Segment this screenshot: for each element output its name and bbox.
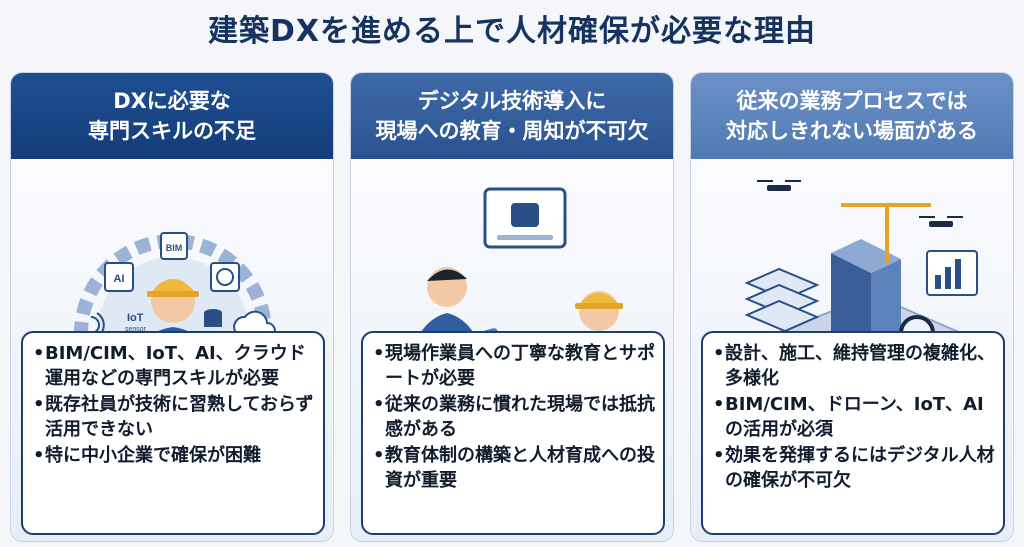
bullet-list: 設計、施工、維持管理の複雑化、多様化 BIM/CIM、ドローン、IoT、AIの活… [701,331,1005,535]
bullet-list: BIM/CIM、IoT、AI、クラウド運用などの専門スキルが必要 既存社員が技術… [21,331,325,535]
panel-heading: DXに必要な 専門スキルの不足 [11,73,333,159]
bullet-item: 効果を発揮するにはデジタル人材の確保が不可欠 [713,443,995,493]
page-title: 建築DXを進める上で人材確保が必要な理由 [207,14,817,49]
drone-icon [919,216,963,227]
database-icon [204,309,222,327]
bim-icon: BIM [160,232,188,260]
brain-icon [210,262,240,292]
train-screen-icon [483,187,567,249]
bullet-item: 設計、施工、維持管理の複雑化、多様化 [713,341,995,391]
bullet-item: BIM/CIM、IoT、AI、クラウド運用などの専門スキルが必要 [33,341,315,391]
drone-icon [757,180,801,191]
svg-text:AI: AI [114,273,125,285]
panel-education: デジタル技術導入に 現場への教育・周知が不可欠 現場作業員への丁寧な教育とサポー… [350,72,674,542]
bullet-item: BIM/CIM、ドローン、IoT、AIの活用が必須 [713,392,995,442]
panel-heading: 従来の業務プロセスでは 対応しきれない場面がある [691,73,1013,159]
panel-skill-shortage: DXに必要な 専門スキルの不足 BIM AI IoT sensor [10,72,334,542]
bim-layers-icon [744,267,820,333]
bullet-item: 従来の業務に慣れた現場では抵抗感がある [373,392,655,442]
bullet-item: 特に中小企業で確保が困難 [33,443,315,468]
panel-heading: デジタル技術導入に 現場への教育・周知が不可欠 [351,73,673,159]
panel-process: 従来の業務プロセスでは 対応しきれない場面がある [690,72,1014,542]
bullet-item: 既存社員が技術に習熟しておらず活用できない [33,392,315,442]
ai-chip-icon: AI [104,262,134,292]
svg-text:IoT: IoT [127,312,144,324]
svg-text:sensor: sensor [125,326,147,333]
svg-text:BIM: BIM [166,243,183,253]
bar-chart-icon [926,250,978,296]
bullet-item: 現場作業員への丁寧な教育とサポートが必要 [373,341,655,391]
bullet-list: 現場作業員への丁寧な教育とサポートが必要 従来の業務に慣れた現場では抵抗感がある… [361,331,665,535]
bullet-item: 教育体制の構築と人材育成への投資が重要 [373,443,655,493]
